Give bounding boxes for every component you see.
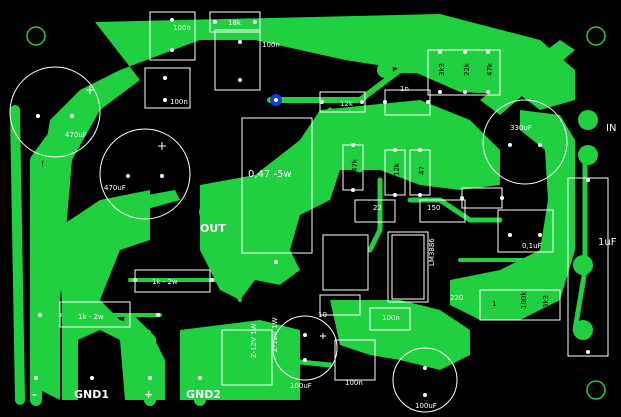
label-c-100uf-a: 100uF xyxy=(290,382,312,390)
label-r-1k-2w-a: 1k - 2w xyxy=(152,278,178,286)
label-zener-b: Z-12V 1W xyxy=(271,317,279,352)
label-gnd1: GND1 xyxy=(74,388,109,401)
label-c-330uf: 330uF xyxy=(510,124,532,132)
label-c-1n: 1n xyxy=(400,85,409,93)
label-c-22: 22 xyxy=(373,204,382,212)
label-c-100n-bot: 100n xyxy=(382,314,400,322)
label-c-220: 220 xyxy=(450,294,463,302)
label-c-100n-top2: 100n xyxy=(262,41,280,49)
label-r-3k3-bot: 3k3 xyxy=(542,295,550,308)
polarity-marks xyxy=(86,86,326,339)
label-plus: + xyxy=(144,388,153,401)
label-out: OUT xyxy=(200,222,226,235)
label-c-1uf: 1uF xyxy=(598,237,617,248)
label-r-12k-mid: 12k xyxy=(393,162,401,176)
label-c-100n-left: 100n xyxy=(170,98,188,106)
label-r-100k: 100k xyxy=(520,291,528,309)
via-icon xyxy=(270,94,282,106)
label-r-18k: 18k xyxy=(228,19,242,27)
label-c-100n-top: 100n xyxy=(173,24,191,32)
label-r-47k-top: 47k xyxy=(486,62,494,76)
label-c-470uf-a: 470uF xyxy=(65,131,87,139)
label-r-22k-bot: 22k xyxy=(333,251,341,265)
label-r-1: 1 xyxy=(492,300,496,308)
label-r-47k-mid: 47k xyxy=(351,158,359,172)
label-r-1k-2w-b: 1k - 2w xyxy=(78,313,104,321)
label-r-470k: 470k xyxy=(353,247,361,265)
mounting-holes xyxy=(26,26,606,400)
label-c-100uf-b: 100uF xyxy=(415,402,437,410)
label-ic: LM3886 xyxy=(428,238,436,266)
component-labels: 18k 100n 100n 100n 470uF 470uF 0,47 -5w … xyxy=(32,19,617,410)
label-in: IN xyxy=(606,123,616,134)
label-r-47-mid: 47 xyxy=(418,166,426,175)
label-c-10: 10 xyxy=(318,311,327,319)
label-c-150: 150 xyxy=(427,204,440,212)
label-c-470uf-b: 470uF xyxy=(104,184,126,192)
label-r-12k-top: 12k xyxy=(340,100,354,108)
label-r-390: 390 xyxy=(470,194,483,202)
label-gnd2: GND2 xyxy=(186,388,221,401)
label-c-100n-bot2: 100n xyxy=(345,379,363,387)
label-c-01uf: 0,1uF xyxy=(522,242,542,250)
ic-body xyxy=(391,234,425,300)
label-minus: - xyxy=(32,388,37,401)
label-r-3k3: 3k3 xyxy=(438,63,446,76)
label-r-big: 0,47 -5w xyxy=(248,169,292,180)
pads xyxy=(34,18,590,397)
label-r-22k: 22k xyxy=(463,62,471,76)
label-zener-a: Z-12V 1W xyxy=(250,323,258,358)
large-pads xyxy=(199,62,598,340)
